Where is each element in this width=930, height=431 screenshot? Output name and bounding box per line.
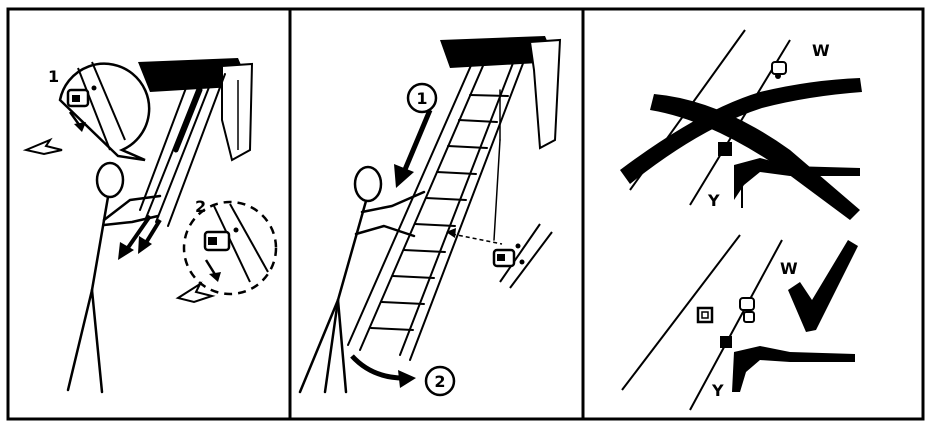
step-2-label: 2 bbox=[434, 372, 445, 391]
label-y: Y bbox=[707, 191, 720, 210]
label-w: W bbox=[780, 259, 798, 278]
step-1-label: 1 bbox=[416, 89, 427, 108]
step-2-label: 2 bbox=[195, 197, 206, 216]
label-y: Y bbox=[711, 381, 724, 400]
step-2-marker: 2 bbox=[426, 367, 454, 395]
position-indicator bbox=[698, 308, 712, 322]
step-1-label: 1 bbox=[48, 67, 59, 86]
label-w: W bbox=[812, 41, 830, 60]
step-1-marker: 1 bbox=[408, 84, 436, 112]
